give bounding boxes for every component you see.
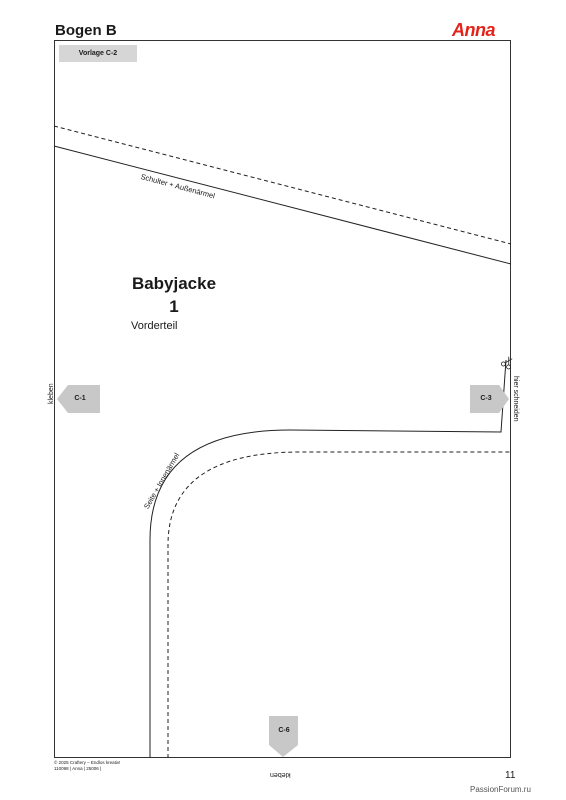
scissors-icon [501,356,513,370]
shoulder-cut-line [53,145,512,265]
footer: © 2025 Craftery – Endlos kreativ! 110098… [54,760,120,772]
marker-right-shape [470,385,509,413]
footer-code: 110098 | Anna | 25006 | [54,766,102,771]
pattern-frame [54,40,511,758]
side-seam-line [167,451,511,758]
sheet-title: Bogen B [55,22,117,39]
edge-text-right: hier schneiden [512,376,519,422]
pattern-piece: Vorderteil [131,320,178,332]
footer-copyright: © 2025 Craftery – Endlos kreativ! [54,760,121,765]
marker-right-label: C-3 [480,395,492,402]
marker-left-shape [57,385,100,413]
pattern-title: Babyjacke [131,274,217,293]
brand-logo: Anna [452,20,496,40]
side-cut-line [149,359,507,758]
page-number: 11 [505,770,516,781]
shoulder-seam-line [53,125,512,245]
watermark: PassionForum.ru [470,785,531,794]
template-tag: Vorlage C-2 [59,45,137,62]
edge-text-bottom: kleben [270,771,291,778]
marker-bottom-shape [269,716,298,757]
marker-left-label: C-1 [74,395,86,402]
marker-bottom-label: C-6 [278,727,290,734]
pattern-number: 1 [169,297,179,316]
edge-text-left: kleben [48,383,55,404]
